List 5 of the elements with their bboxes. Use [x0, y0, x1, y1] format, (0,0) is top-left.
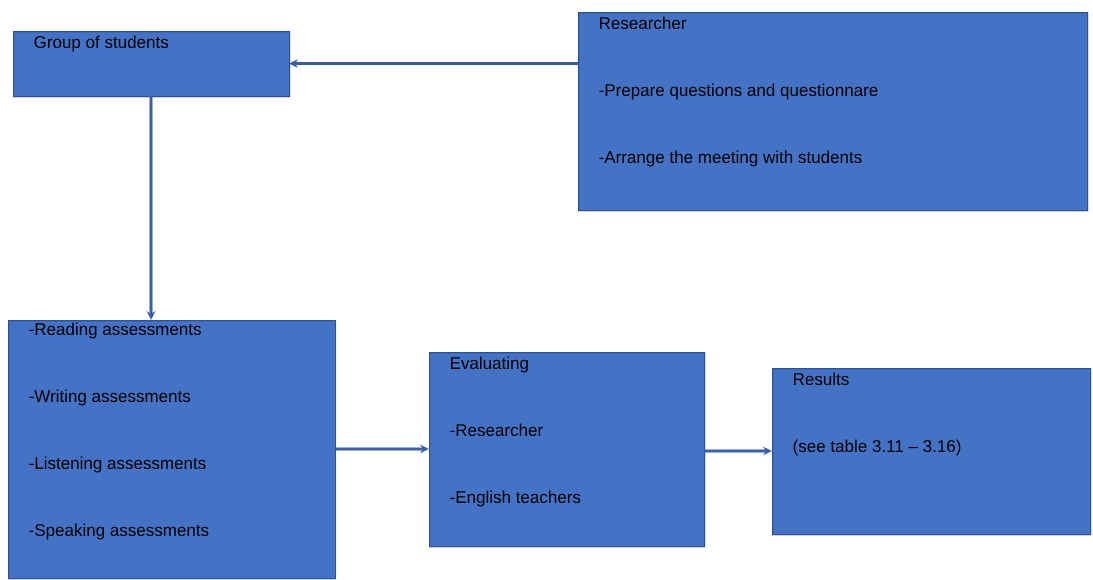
process-box: Researcher -Prepare questions and questionnare -Arrange the meeting with students — [578, 12, 1089, 212]
process-box: -Reading assessments -Writing assessments -Listening assessments -Speaking assessments — [8, 320, 337, 580]
process-box: Results (see table 3.11 – 3.16) — [772, 368, 1092, 536]
process-box: Evaluating -Researcher -English teachers — [429, 352, 706, 548]
process-box: Group of students — [13, 31, 291, 98]
